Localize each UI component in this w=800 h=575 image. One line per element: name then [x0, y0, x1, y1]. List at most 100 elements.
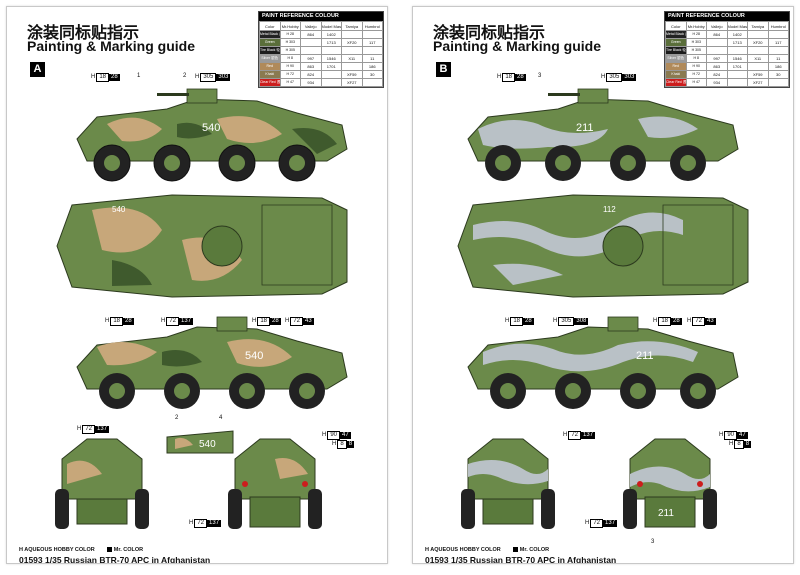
ref-humbrol: 186: [361, 62, 383, 71]
col-mrhobby: Mr.Hobby: [685, 21, 707, 31]
swatch-tire-black: Tire Black 轮胎黑色: [259, 46, 281, 55]
col-tamiya: Tamiya: [747, 21, 769, 31]
callout-number: 2: [183, 73, 187, 79]
ref-vallejo: 824: [300, 70, 322, 79]
ref-vallejo: 997: [300, 54, 322, 63]
turret-detail-illustration: 540: [166, 430, 234, 454]
ref-code: H 90: [685, 62, 707, 71]
ref-vallejo: 864: [706, 30, 728, 39]
painting-guide-page-a: 涂装同标贴指示 Painting & Marking guide A PAINT…: [6, 6, 388, 564]
painting-guide-page-b: 涂装同标贴指示 Painting & Marking guide B PAINT…: [412, 6, 794, 564]
ref-humbrol: 30: [361, 70, 383, 79]
ref-tamiya: [341, 62, 363, 71]
swatch-green: Green: [665, 38, 687, 47]
col-humbrol: Humbrol: [767, 21, 789, 31]
swatch-tire-black: Tire Black 轮胎黑色: [665, 46, 687, 55]
ref-mm: 1701: [320, 62, 342, 71]
ref-mm: [726, 70, 748, 79]
paint-reference-header: PAINT REFERENCE COLOUR: [665, 12, 789, 21]
paint-reference-header: PAINT REFERENCE COLOUR: [259, 12, 383, 21]
swatch-silver: Silver 银色: [665, 54, 687, 63]
ref-mm: 1402: [320, 30, 342, 39]
swatch-silver: Silver 银色: [259, 54, 281, 63]
page-title: Painting & Marking guide: [27, 38, 196, 54]
col-humbrol: Humbrol: [361, 21, 383, 31]
ref-vallejo: [706, 38, 728, 47]
ref-tamiya: [747, 30, 769, 39]
ref-vallejo: [300, 38, 322, 47]
rear-view-illustration: [228, 438, 322, 529]
hull-number: 540: [202, 122, 220, 134]
ref-humbrol: [767, 30, 789, 39]
col-color: Color: [259, 21, 281, 31]
ref-tamiya: [341, 30, 363, 39]
ref-code: H 305: [279, 46, 301, 55]
side-view-illustration: 211: [467, 88, 739, 181]
ref-tamiya: X11: [747, 54, 769, 63]
ref-vallejo: 864: [300, 30, 322, 39]
ref-code: H 72: [279, 70, 301, 79]
side-view-illustration: 540: [76, 88, 348, 182]
ref-vallejo: 824: [706, 70, 728, 79]
ref-vallejo: [300, 46, 322, 55]
page-title-cn: 涂装同标贴指示: [27, 23, 140, 42]
callout-number: 4: [219, 415, 223, 421]
ref-mm: 1713: [320, 38, 342, 47]
ref-code: H 8: [685, 54, 707, 63]
callout-number: 1: [137, 73, 141, 79]
ref-humbrol: 186: [767, 62, 789, 71]
ref-mm: 1701: [726, 62, 748, 71]
page-title-cn: 涂装同标贴指示: [433, 23, 546, 42]
ref-mm: 1402: [726, 30, 748, 39]
top-number: 540: [112, 205, 126, 214]
ref-humbrol: [361, 78, 383, 87]
ref-tamiya: XF27: [747, 78, 769, 87]
ref-vallejo: 997: [706, 54, 728, 63]
ref-humbrol: 11: [767, 54, 789, 63]
ref-tamiya: XF20: [747, 38, 769, 47]
ref-tamiya: [341, 46, 363, 55]
ref-code: H 28: [279, 30, 301, 39]
scheme-badge: A: [30, 62, 45, 77]
ref-code: H 303: [279, 38, 301, 47]
callout-number: 2: [175, 415, 179, 421]
rear-view-illustration: 211: [623, 438, 717, 529]
ref-humbrol: 30: [767, 70, 789, 79]
side-view-illustration-right: 211: [467, 316, 739, 409]
ref-tamiya: XF20: [341, 38, 363, 47]
kit-title: 01593 1/35 Russian BTR-70 APC in Afghani…: [425, 555, 617, 564]
front-view-illustration: [55, 438, 149, 529]
swatch-metal-black: Metal Black 金属黑色: [259, 30, 281, 39]
ref-humbrol: 11: [361, 54, 383, 63]
ref-code: H 28: [685, 30, 707, 39]
ref-humbrol: [361, 30, 383, 39]
swatch-khaki: Khaki: [259, 70, 281, 79]
ref-tamiya: X11: [341, 54, 363, 63]
ref-code: H 8: [279, 54, 301, 63]
callout-number: 3: [651, 539, 655, 545]
ref-code: H 72: [685, 70, 707, 79]
ref-vallejo: 863: [706, 62, 728, 71]
top-view-illustration: 540: [56, 194, 348, 298]
ref-tamiya: XF59: [341, 70, 363, 79]
col-modelmaster: Model Master: [726, 21, 748, 31]
col-color: Color: [665, 21, 687, 31]
col-mrhobby: Mr.Hobby: [279, 21, 301, 31]
ref-mm: [726, 46, 748, 55]
front-view-illustration: [461, 438, 555, 529]
top-number: 112: [603, 205, 616, 214]
hull-number: 540: [245, 350, 263, 362]
swatch-khaki: Khaki: [665, 70, 687, 79]
